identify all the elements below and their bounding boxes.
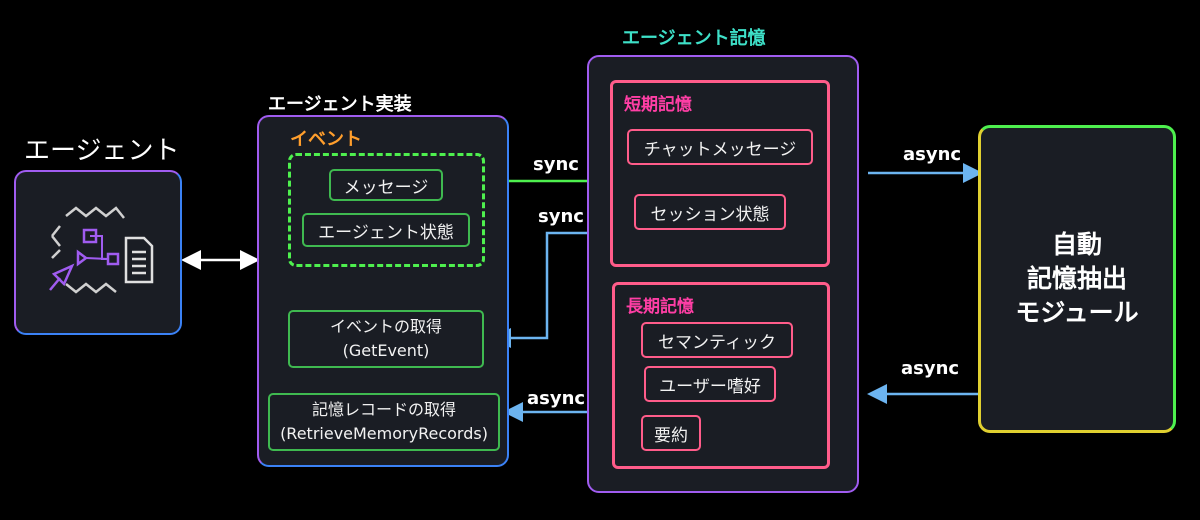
long-term-summary: 要約: [641, 415, 701, 451]
short-term-chat-messages: チャットメッセージ: [627, 129, 813, 165]
module-line-2: 記憶抽出: [1026, 264, 1127, 293]
memory-box: [587, 55, 859, 493]
event-item-agent-state: エージェント状態: [302, 213, 470, 247]
event-item-message: メッセージ: [329, 169, 443, 201]
extraction-module-box: 自動 記憶抽出 モジュール: [978, 125, 1176, 433]
implementation-title: エージェント実装: [268, 94, 412, 115]
module-line-1: 自動: [1051, 230, 1102, 259]
get-event-api: (GetEvent): [342, 341, 430, 360]
module-line-3: モジュール: [1015, 298, 1139, 327]
short-term-box: [610, 80, 830, 267]
get-event-label: イベントの取得: [329, 317, 442, 336]
async-retrieve-label: async: [527, 388, 586, 409]
memory-title: エージェント記憶: [622, 28, 766, 49]
agent-box: [14, 170, 182, 335]
agent-workflow-icon: [49, 206, 154, 294]
long-term-semantic: セマンティック: [641, 322, 793, 358]
long-term-title: 長期記憶: [626, 297, 694, 317]
event-group-box: [288, 153, 485, 267]
sync-read-label: sync: [538, 206, 584, 227]
short-term-session-state: セッション状態: [634, 194, 786, 230]
short-term-title: 短期記憶: [624, 95, 692, 115]
retrieve-records-api: (RetrieveMemoryRecords): [280, 424, 488, 443]
get-event-operation: イベントの取得 (GetEvent): [288, 310, 484, 368]
retrieve-records-label: 記憶レコードの取得: [311, 400, 456, 419]
long-term-box: [612, 282, 830, 469]
async-to-module-label: async: [903, 144, 962, 165]
event-group-title: イベント: [290, 129, 362, 150]
sync-write-label: sync: [533, 154, 579, 175]
agent-title: エージェント: [24, 136, 180, 166]
sync-read-arrow: [491, 231, 602, 348]
long-term-user-preference: ユーザー嗜好: [644, 366, 776, 402]
implementation-box: [257, 115, 509, 467]
retrieve-records-operation: 記憶レコードの取得 (RetrieveMemoryRecords): [268, 393, 500, 451]
async-from-module-label: async: [901, 358, 960, 379]
